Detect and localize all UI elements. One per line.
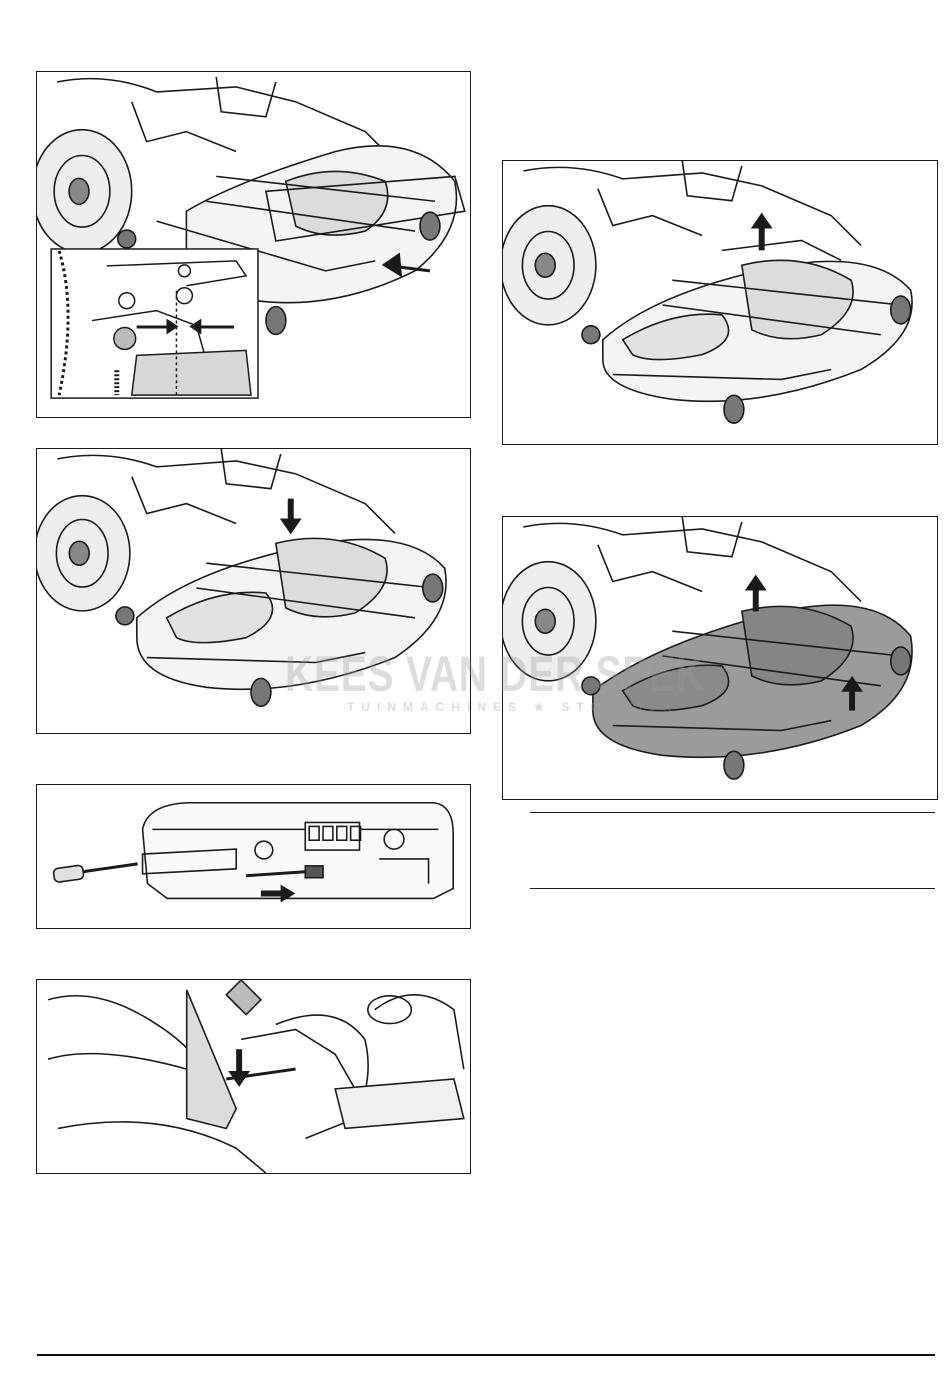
- note-rule-bottom: [530, 888, 935, 889]
- figure-deck-lowering: [36, 448, 471, 734]
- lift-bar-up-illustration: [503, 161, 937, 444]
- deck-lowering-illustration: [37, 449, 470, 733]
- figure-lift-bar-up: [502, 160, 938, 445]
- lever-push-down-illustration: [37, 980, 470, 1173]
- deck-lift-shaded-illustration: [503, 517, 937, 799]
- figure-deck-hitch: [36, 71, 471, 418]
- control-panel-illustration: [37, 785, 470, 928]
- figure-deck-lift-shaded: [502, 516, 938, 800]
- figure-lever-push-down: [36, 979, 471, 1174]
- footer-rule: [37, 1354, 935, 1356]
- deck-hitch-illustration: [37, 72, 470, 417]
- figure-control-panel-lever: [36, 784, 471, 929]
- note-rule-top: [530, 812, 935, 813]
